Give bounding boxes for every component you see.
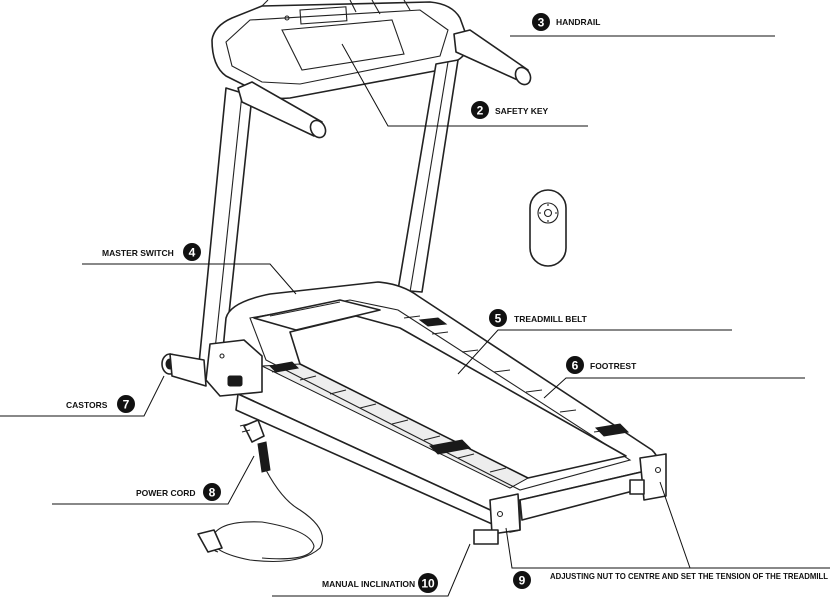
callout-footrest: 6 FOOTREST (543, 356, 805, 399)
deck (221, 281, 659, 533)
callout-handrail: 3 HANDRAIL (510, 13, 775, 37)
callout-number-manual-inclination: 10 (421, 577, 435, 591)
callout-master-switch: 4 MASTER SWITCH (82, 243, 297, 295)
label-handrail: HANDRAIL (556, 17, 600, 27)
label-treadmill-belt: TREADMILL BELT (514, 314, 588, 324)
callout-number-castors: 7 (123, 398, 130, 412)
treadmill-illustration (161, 0, 667, 563)
base-side (205, 339, 263, 397)
callout-treadmill-belt: 5 TREADMILL BELT (457, 309, 732, 375)
label-power-cord: POWER CORD (136, 488, 196, 498)
label-safety-key: SAFETY KEY (495, 106, 549, 116)
callout-manual-inclination: 10 MANUAL INCLINATION (272, 543, 471, 597)
footrest-slats-left (260, 361, 530, 489)
callout-number-adjusting-nut: 9 (519, 574, 526, 588)
callout-number-power-cord: 8 (209, 486, 216, 500)
callout-safety-key: 2 SAFETY KEY (341, 43, 588, 127)
handrails (237, 29, 532, 139)
callout-number-treadmill-belt: 5 (495, 312, 502, 326)
callout-number-handrail: 3 (538, 16, 545, 30)
label-manual-inclination: MANUAL INCLINATION (322, 579, 415, 589)
callout-adjusting-nut: 9 ADJUSTING NUT TO CENTRE AND SET THE TE… (505, 481, 830, 589)
rear-end-caps (473, 453, 667, 545)
callout-number-master-switch: 4 (189, 246, 196, 260)
footrest-slats-right (403, 315, 630, 437)
label-master-switch: MASTER SWITCH (102, 248, 174, 258)
power-cord-illustration (197, 419, 324, 563)
label-castors: CASTORS (66, 400, 108, 410)
callout-number-footrest: 6 (572, 359, 579, 373)
callout-power-cord: 8 POWER CORD (52, 455, 255, 505)
callout-castors: 7 CASTORS (0, 375, 165, 417)
label-footrest: FOOTREST (590, 361, 637, 371)
callout-number-safety-key: 2 (477, 104, 484, 118)
castors (161, 353, 207, 387)
label-adjusting-nut: ADJUSTING NUT TO CENTRE AND SET THE TENS… (550, 571, 828, 581)
remote-control (529, 189, 567, 267)
